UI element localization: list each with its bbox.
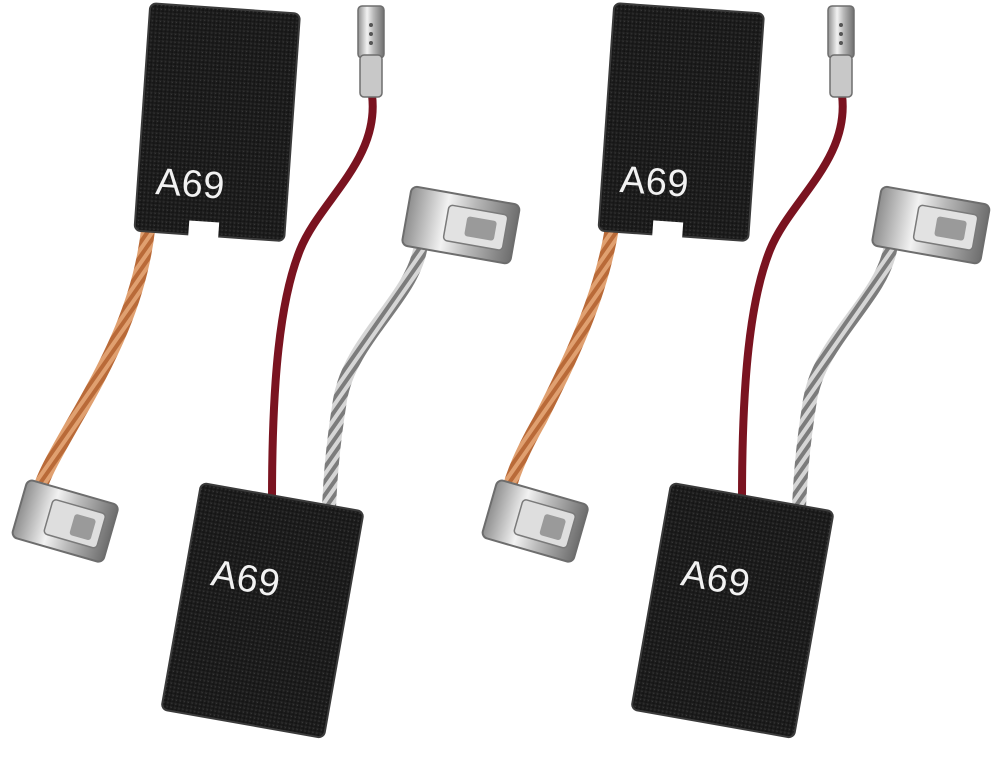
carbon-block: A69: [133, 2, 301, 242]
terminal-clip: [11, 479, 119, 563]
brush-label: A69: [619, 159, 691, 206]
terminal-clip: [401, 185, 521, 265]
silver-braid-lead: [791, 243, 897, 537]
red-wire: [738, 91, 847, 504]
brush-pair-1: A69 A69: [11, 2, 521, 739]
brush-label: A69: [154, 161, 226, 208]
carbon-block: A69: [631, 482, 834, 739]
copper-braid-lead: [498, 221, 619, 512]
red-wire: [268, 91, 377, 504]
carbon-block: A69: [597, 2, 765, 242]
terminal-clip: [871, 185, 991, 265]
wire-terminal-pin: [357, 5, 385, 98]
terminal-clip: [481, 479, 589, 563]
brush-pair-2: A69 A69: [481, 2, 991, 739]
carbon-block: A69: [161, 482, 364, 739]
silver-braid-lead: [321, 243, 427, 537]
copper-braid-lead: [28, 223, 155, 512]
wire-terminal-pin: [827, 5, 855, 98]
